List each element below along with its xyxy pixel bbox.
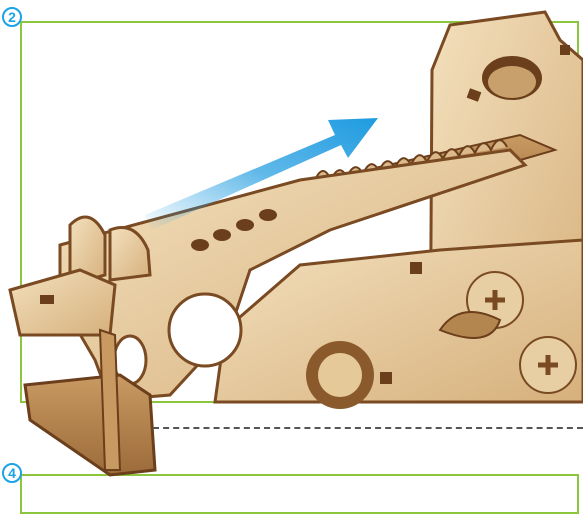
section-divider (153, 427, 583, 429)
wooden-side-panel (215, 240, 583, 409)
step-number-badge: 2 (2, 7, 22, 27)
wooden-mechanism-illustration (0, 0, 583, 485)
step-number-badge: 4 (2, 463, 22, 483)
